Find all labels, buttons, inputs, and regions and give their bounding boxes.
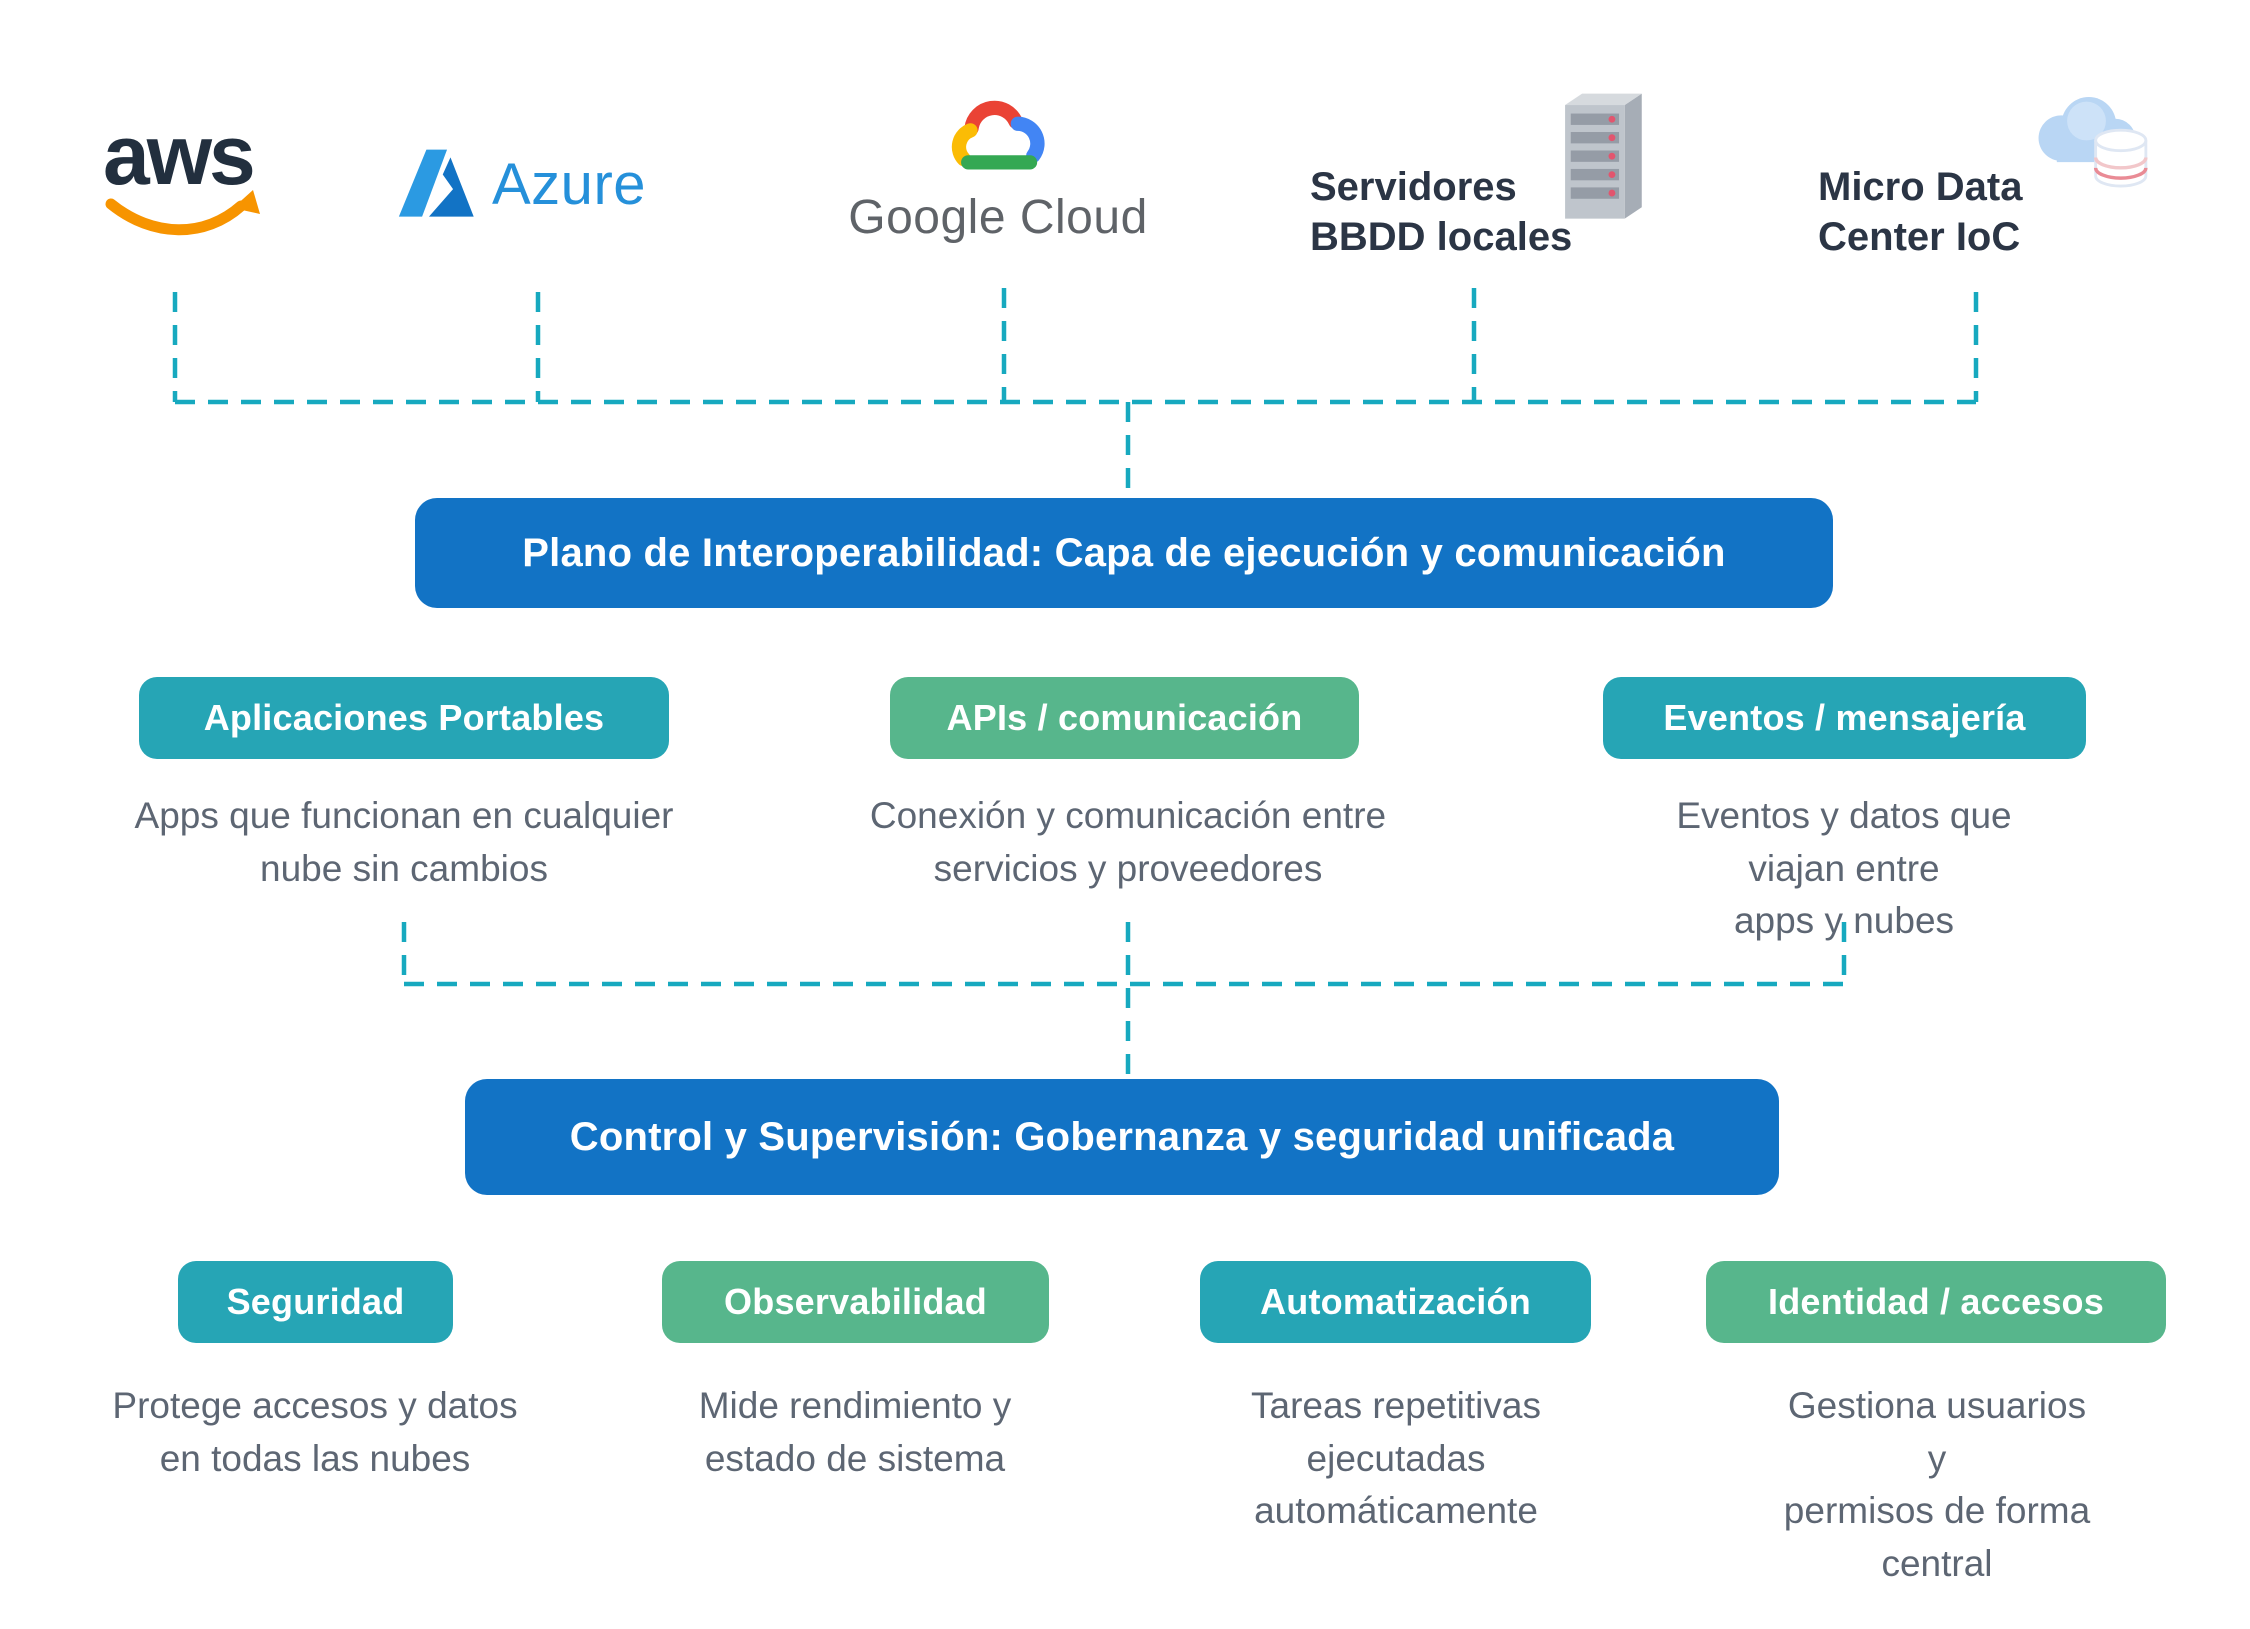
aws-wordmark: aws bbox=[103, 108, 253, 202]
google-cloud-logo: Google Cloud bbox=[813, 94, 1183, 245]
pill-automatizacion-label: Automatización bbox=[1260, 1281, 1531, 1322]
pill-automatizacion: Automatización bbox=[1200, 1261, 1591, 1343]
azure-logo: Azure bbox=[392, 146, 646, 222]
desc-eventos-mensajeria: Eventos y datos que viajan entre apps y … bbox=[1676, 795, 2012, 942]
pill-aplicaciones-portables-label: Aplicaciones Portables bbox=[203, 697, 605, 738]
pill-apis-comunicacion-label: APIs / comunicación bbox=[946, 697, 1303, 738]
cloud-database-icon bbox=[2018, 86, 2155, 201]
azure-wordmark: Azure bbox=[492, 151, 647, 217]
desc-seguridad: Protege accesos y datos en todas las nub… bbox=[112, 1385, 518, 1479]
pill-apis-comunicacion: APIs / comunicación bbox=[890, 677, 1359, 759]
pill-seguridad: Seguridad bbox=[178, 1261, 453, 1343]
aws-smile-arrow bbox=[233, 190, 260, 214]
google-cloud-icon bbox=[951, 100, 1045, 170]
pill-identidad-accesos: Identidad / accesos bbox=[1706, 1261, 2166, 1343]
azure-icon bbox=[398, 149, 474, 217]
google-cloud-wordmark: Google Cloud bbox=[848, 191, 1148, 244]
aws-logo: aws bbox=[95, 108, 265, 253]
interoperability-banner: Plano de Interoperabilidad: Capa de ejec… bbox=[415, 498, 1833, 608]
desc-apis-comunicacion: Conexión y comunicación entre servicios … bbox=[869, 795, 1387, 889]
aws-logo-svg: aws bbox=[103, 108, 260, 236]
desc-observabilidad: Mide rendimiento y estado de sistema bbox=[698, 1385, 1012, 1479]
desc-aplicaciones-portables: Apps que funcionan en cualquier nube sin… bbox=[134, 795, 674, 889]
pill-identidad-accesos-label: Identidad / accesos bbox=[1768, 1281, 2104, 1322]
pill-seguridad-label: Seguridad bbox=[226, 1281, 405, 1322]
server-rack-icon bbox=[1548, 88, 1656, 235]
pill-observabilidad: Observabilidad bbox=[662, 1261, 1049, 1343]
pill-eventos-mensajeria: Eventos / mensajería bbox=[1603, 677, 2086, 759]
micro-data-center-label: Micro Data Center IoC bbox=[1818, 165, 2023, 259]
desc-automatizacion: Tareas repetitivas ejecutadas automática… bbox=[1251, 1385, 1541, 1532]
interoperability-banner-title: Plano de Interoperabilidad: Capa de ejec… bbox=[522, 530, 1726, 575]
aws-smile-icon bbox=[105, 198, 247, 236]
servers-label: Servidores BBDD locales bbox=[1310, 165, 1573, 259]
control-banner: Control y Supervisión: Gobernanza y segu… bbox=[465, 1079, 1779, 1195]
pill-observabilidad-label: Observabilidad bbox=[724, 1281, 987, 1322]
pill-aplicaciones-portables: Aplicaciones Portables bbox=[139, 677, 669, 759]
control-banner-title: Control y Supervisión: Gobernanza y segu… bbox=[569, 1114, 1675, 1159]
desc-identidad-accesos: Gestiona usuarios y permisos de forma ce… bbox=[1783, 1385, 2091, 1584]
pill-eventos-mensajeria-label: Eventos / mensajería bbox=[1663, 697, 2026, 738]
